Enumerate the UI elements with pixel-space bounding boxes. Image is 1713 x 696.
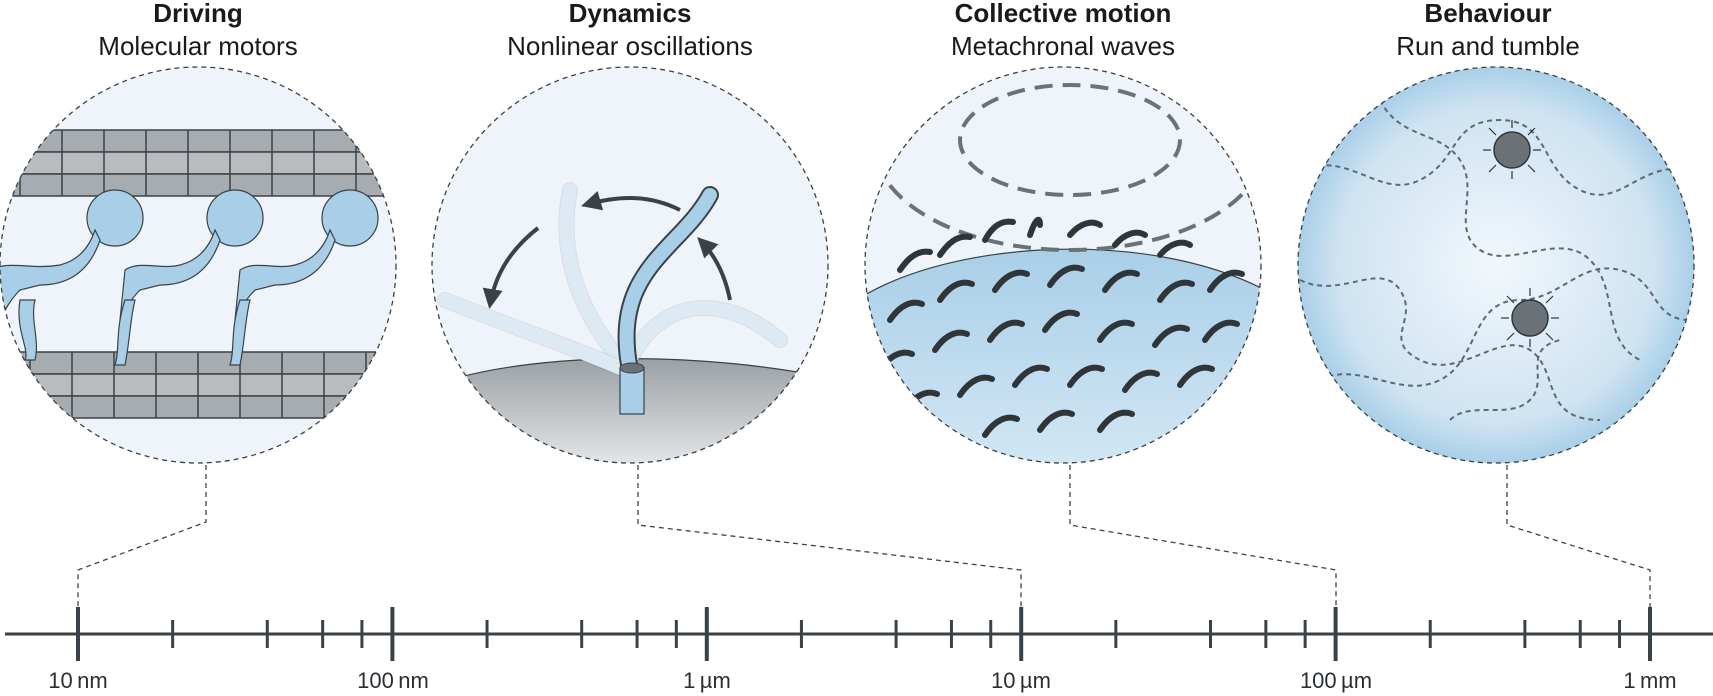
- scale-label-100nm: 100 nm: [357, 668, 429, 693]
- bacterium-icon: [1483, 120, 1541, 179]
- metachronal-wave-icon: [864, 66, 1262, 464]
- panel-title-driving: Driving: [153, 0, 243, 28]
- panel-title-collective: Collective motion: [955, 0, 1172, 28]
- scale-label-100um: 100 µm: [1300, 668, 1372, 693]
- cilium-oscillation-icon: [431, 66, 829, 464]
- panel-subtitle-dynamics: Nonlinear oscillations: [507, 31, 753, 61]
- panel-title-dynamics: Dynamics: [569, 0, 692, 28]
- panel-subtitle-collective: Metachronal waves: [951, 31, 1175, 61]
- length-scale-axis: [5, 607, 1713, 661]
- panel-subtitle-driving: Molecular motors: [98, 31, 297, 61]
- connector-lines: [77, 465, 1651, 608]
- scale-label-10um: 10 µm: [991, 668, 1051, 693]
- bacterium-icon: [1501, 288, 1559, 347]
- scale-label-1um: 1 µm: [683, 668, 731, 693]
- scale-label-10nm: 10 nm: [48, 668, 107, 693]
- panel-title-behaviour: Behaviour: [1424, 0, 1551, 28]
- scale-label-1mm: 1 mm: [1623, 668, 1676, 693]
- panel-subtitle-behaviour: Run and tumble: [1396, 31, 1580, 61]
- run-and-tumble-icon: [1297, 66, 1695, 464]
- molecular-motor-icon: [0, 66, 397, 464]
